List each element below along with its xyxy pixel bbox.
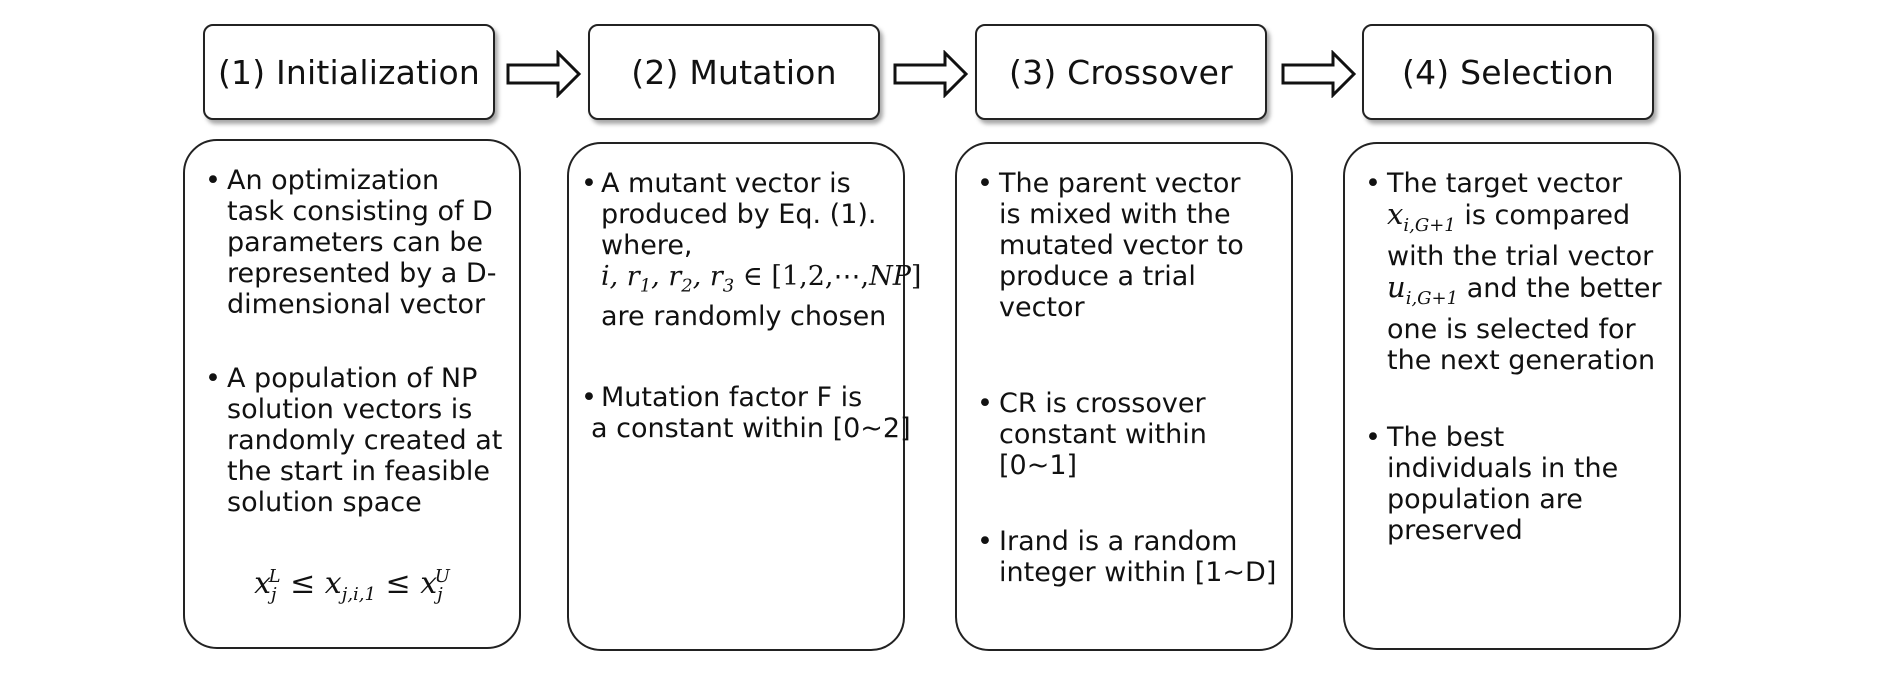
arrow-right-icon [506, 50, 582, 98]
arrow-right-icon [893, 50, 969, 98]
bullet-dot: • [977, 526, 993, 557]
panel-selection: • The target vector xi,G+1 is compared w… [1343, 142, 1681, 650]
panel-initialization: • An optimization task consisting of D p… [183, 139, 521, 649]
bullet-item: • A mutant vector is produced by Eq. (1)… [581, 168, 921, 333]
bullet-line: is compared [1464, 200, 1631, 231]
panel-mutation: • A mutant vector is produced by Eq. (1)… [567, 142, 921, 651]
bullet-line: are randomly chosen [601, 301, 887, 333]
bullet-text: Mutation factor F is a constant within [… [591, 382, 911, 444]
bullet-item: • A population of NP solution vectors is… [205, 363, 511, 518]
bullet-text: The parent vector is mixed with the muta… [999, 168, 1244, 323]
bullet-line: Mutation factor F is [601, 382, 863, 413]
bullet-dot: • [977, 388, 993, 419]
bullet-text: CR is crossover constant within [0~1] [999, 388, 1207, 481]
stage-label: (3) Crossover [1009, 52, 1233, 92]
bullet-line: the next generation [1387, 344, 1656, 376]
stage-label: (2) Mutation [631, 52, 837, 92]
bullet-dot: • [581, 168, 597, 199]
bullet-line: a constant within [0~2] [591, 413, 911, 444]
bullet-text: Irand is a random integer within [1~D] [999, 526, 1277, 588]
bullet-line: with the trial vector [1387, 240, 1654, 272]
index-set-math: i, r1, r2, r3 ∈ [1,2,⋯,NP] [601, 261, 922, 297]
bullet-text: A mutant vector is produced by Eq. (1). … [601, 168, 921, 333]
bullet-text: The best individuals in the population a… [1387, 422, 1619, 546]
bullet-line: The target vector [1387, 168, 1623, 199]
stage-initialization: (1) Initialization [203, 24, 495, 120]
bullet-dot: • [1365, 168, 1381, 199]
arrow-right-icon [1281, 50, 1357, 98]
stage-selection: (4) Selection [1362, 24, 1654, 120]
bullet-dot: • [581, 382, 597, 413]
bullet-dot: • [205, 363, 221, 394]
bullet-item: • The parent vector is mixed with the mu… [977, 168, 1283, 323]
bounds-formula: xjL ≤ xj,i,1 ≤ xjU [254, 566, 450, 605]
panel-crossover: • The parent vector is mixed with the mu… [955, 142, 1293, 651]
trial-vector-math: ui,G+1 [1387, 269, 1459, 309]
bullet-item: • Irand is a random integer within [1~D] [977, 526, 1283, 588]
bullet-text: The target vector xi,G+1 is compared wit… [1387, 168, 1671, 376]
bullet-dot: • [205, 165, 221, 196]
bullet-text: A population of NP solution vectors is r… [227, 363, 503, 518]
bullet-line: A mutant vector is [601, 168, 851, 199]
bullet-item: • An optimization task consisting of D p… [205, 165, 511, 320]
bullet-line: and the better [1466, 272, 1662, 304]
target-vector-math: xi,G+1 [1387, 197, 1456, 236]
bullet-dot: • [1365, 422, 1381, 453]
stage-mutation: (2) Mutation [588, 24, 880, 120]
stage-label: (4) Selection [1402, 52, 1614, 92]
bullet-line: one is selected for [1387, 313, 1636, 345]
bullet-line: produced by Eq. (1). [601, 199, 877, 230]
stage-crossover: (3) Crossover [975, 24, 1267, 120]
bullet-item: • CR is crossover constant within [0~1] [977, 388, 1283, 481]
stage-label: (1) Initialization [217, 52, 481, 92]
bullet-item: • Mutation factor F is a constant within… [581, 382, 911, 444]
bullet-item: • The target vector xi,G+1 is compared w… [1365, 168, 1671, 376]
bullet-line: where, [601, 230, 693, 261]
bullet-dot: • [977, 168, 993, 199]
bullet-text: An optimization task consisting of D par… [227, 165, 497, 320]
bullet-item: • The best individuals in the population… [1365, 422, 1671, 546]
